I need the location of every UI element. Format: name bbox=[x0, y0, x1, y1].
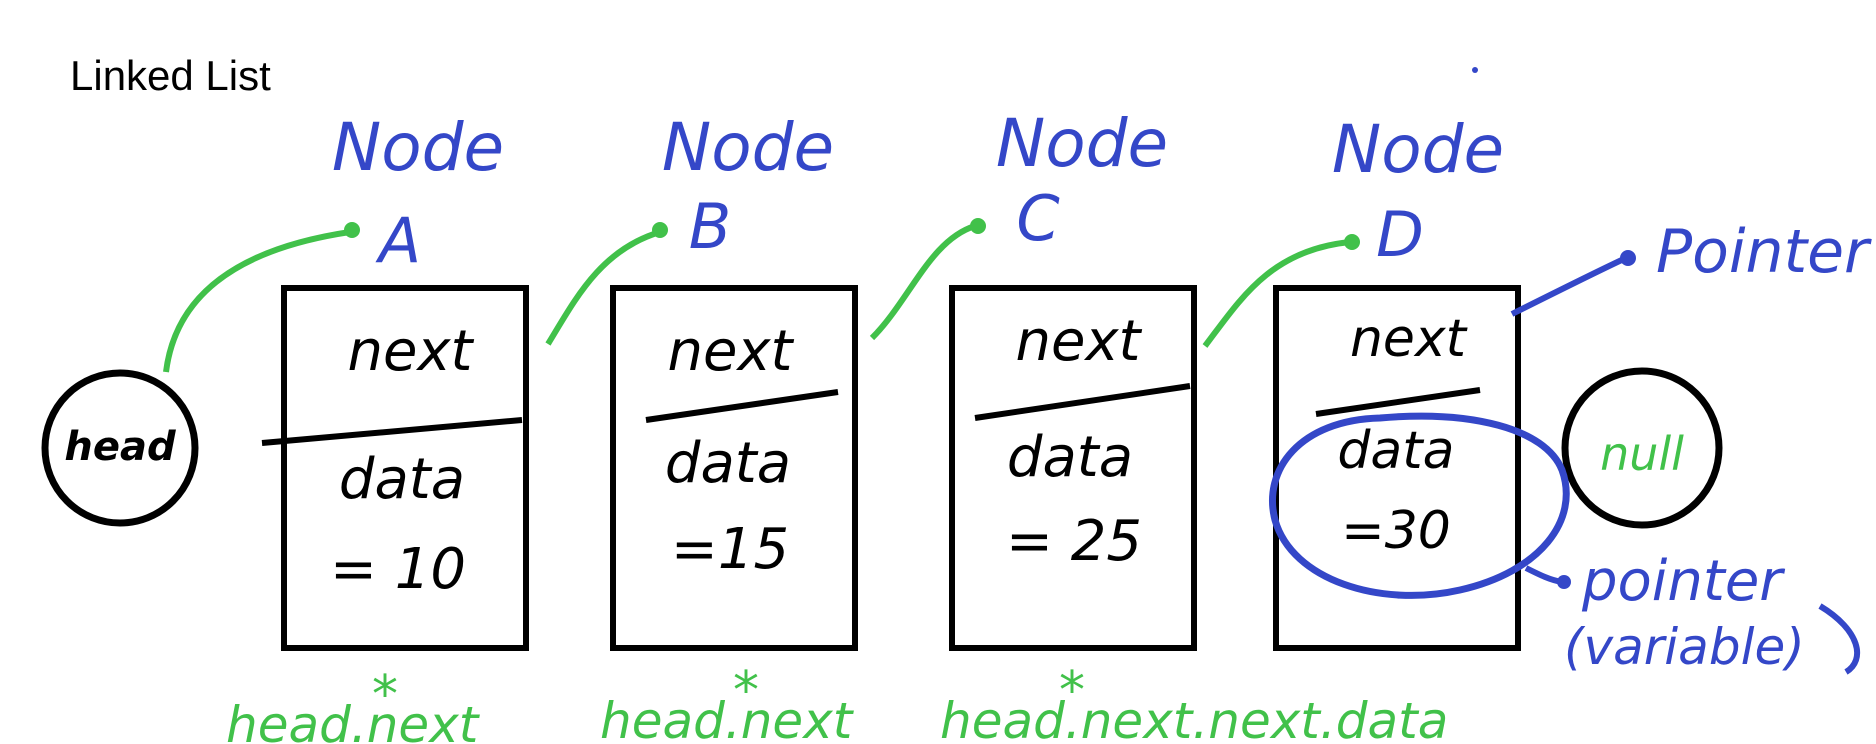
star-a: * bbox=[372, 665, 398, 725]
pointer-arrow-top bbox=[1510, 255, 1628, 317]
arrow-tip-c bbox=[970, 218, 986, 234]
pointer-top-label: Pointer bbox=[1656, 217, 1872, 287]
head-node: head bbox=[41, 369, 199, 527]
node-d-heading: Node bbox=[1332, 111, 1504, 188]
path-c-label: head.next.next.data bbox=[940, 692, 1448, 744]
node-b-value: =15 bbox=[671, 517, 789, 582]
node-b-data-label: data bbox=[665, 431, 791, 496]
head-label: head bbox=[64, 424, 176, 470]
node-a-data-label: data bbox=[339, 447, 465, 512]
node-b-letter: B bbox=[689, 190, 732, 263]
pointer-bottom-bracket bbox=[1818, 603, 1861, 675]
node-c-next-label: next bbox=[1015, 309, 1142, 374]
path-b-label: head.next bbox=[600, 692, 855, 744]
node-b-heading: Node bbox=[662, 109, 834, 186]
arrow-b-to-c bbox=[869, 223, 976, 341]
node-c-divider bbox=[974, 383, 1191, 421]
node-c: Node C next data = 25 bbox=[949, 105, 1197, 651]
path-annotations: * * * head.next head.next head.next.next… bbox=[226, 661, 1448, 744]
node-b-divider bbox=[645, 389, 839, 423]
pointer-arrow-bottom-tip bbox=[1557, 575, 1571, 589]
null-node: null bbox=[1561, 367, 1723, 529]
node-c-heading: Node bbox=[996, 105, 1168, 182]
node-a-next-label: next bbox=[347, 319, 474, 384]
node-d-box bbox=[1273, 285, 1521, 651]
node-a-box bbox=[281, 285, 529, 651]
arrow-tips-green bbox=[344, 218, 1360, 250]
arrow-head-to-a bbox=[163, 229, 351, 373]
node-a-letter: A bbox=[375, 204, 421, 277]
arrow-tip-b bbox=[652, 222, 668, 238]
next-arrows bbox=[163, 223, 1351, 373]
node-c-box bbox=[949, 285, 1197, 651]
node-d: Node D next data =30 bbox=[1269, 67, 1570, 651]
diagram-title: Linked List bbox=[70, 52, 271, 99]
star-c: * bbox=[1059, 661, 1085, 721]
node-b-box bbox=[610, 285, 858, 651]
node-d-data-label: data bbox=[1337, 421, 1454, 481]
node-a-divider bbox=[261, 417, 523, 446]
arrow-c-to-d bbox=[1202, 239, 1351, 348]
node-b: Node B next data =15 bbox=[610, 109, 858, 651]
arrow-a-to-b bbox=[545, 229, 661, 346]
node-c-data-label: data bbox=[1007, 425, 1133, 490]
arrow-tip-a bbox=[344, 222, 360, 238]
star-b: * bbox=[733, 661, 759, 721]
node-d-value: =30 bbox=[1341, 501, 1451, 561]
pointer-bottom-sub: (variable) bbox=[1564, 618, 1805, 676]
node-a-value: = 10 bbox=[330, 537, 466, 602]
node-d-next-label: next bbox=[1350, 309, 1468, 369]
pointer-arrow-bottom bbox=[1524, 565, 1563, 585]
null-label: null bbox=[1600, 427, 1684, 481]
node-d-letter: D bbox=[1376, 198, 1424, 271]
stray-dot bbox=[1472, 67, 1478, 73]
pointer-arrow-top-tip bbox=[1620, 250, 1636, 266]
node-a-heading: Node bbox=[332, 109, 504, 186]
node-c-letter: C bbox=[1016, 182, 1060, 255]
node-c-value: = 25 bbox=[1006, 509, 1142, 574]
arrow-tip-d bbox=[1344, 234, 1360, 250]
node-b-next-label: next bbox=[667, 319, 794, 384]
node-d-divider bbox=[1315, 387, 1481, 417]
node-a: Node A next data = 10 bbox=[261, 109, 529, 651]
data-highlight-circle bbox=[1269, 412, 1570, 599]
path-a-label: head.next bbox=[226, 696, 481, 744]
pointer-bottom-label: pointer bbox=[1581, 549, 1785, 614]
